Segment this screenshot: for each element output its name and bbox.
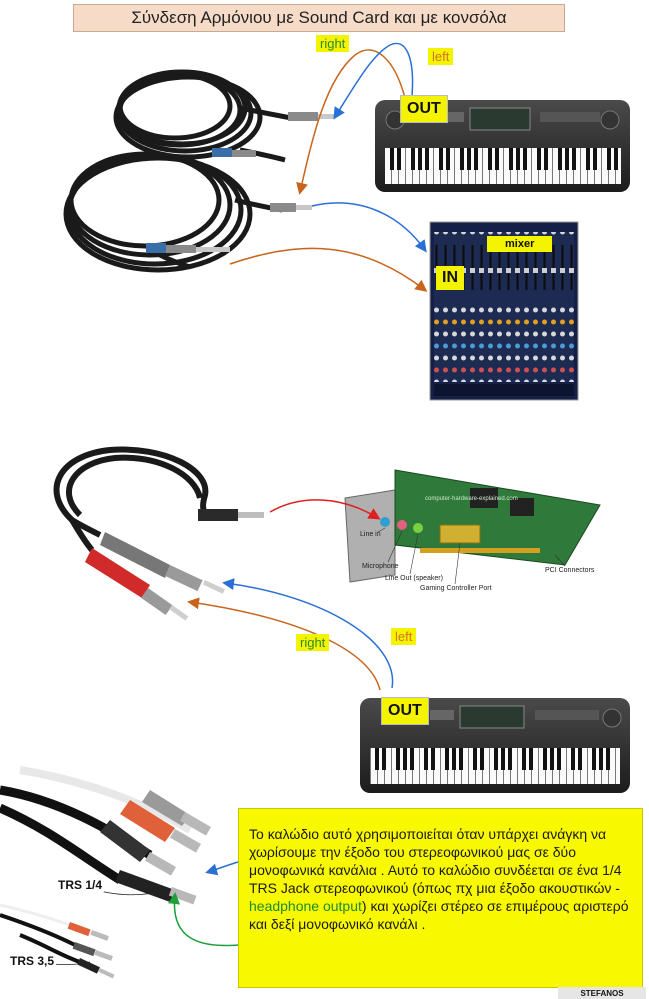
note-highlight: headphone output <box>249 898 362 914</box>
label-gaming-port: Gaming Controller Port <box>420 585 492 592</box>
coiled-cable-upper <box>113 69 293 163</box>
arrow-red-to-linein <box>269 499 381 520</box>
sound-card <box>344 469 601 583</box>
pointer-line-in <box>377 527 386 533</box>
pointer-gaming <box>454 542 461 585</box>
label-left-mid: left <box>391 628 417 645</box>
label-in: IN <box>436 266 464 290</box>
explanation-note: Το καλώδιο αυτό χρησιμοποιείται όταν υπά… <box>238 808 643 988</box>
note-text-part2: ) και χωρίζει στέρεο σε επιμέρους αριστε… <box>249 898 629 932</box>
arrow-left-mid <box>222 578 394 689</box>
pointer-line-out <box>409 533 419 575</box>
arrow-blue-bottom <box>205 861 239 876</box>
arrow-blue-to-mixer <box>311 202 427 253</box>
label-out-mid: OUT <box>381 697 429 725</box>
label-trs-quarter: TRS 1/4 <box>56 878 105 892</box>
keyboard-top <box>375 100 630 192</box>
arrow-orange-to-mixer <box>229 247 428 292</box>
mixer-console <box>429 221 579 401</box>
rca-plug-red <box>85 548 189 621</box>
label-microphone: Microphone <box>362 563 399 570</box>
label-line-in: Line in <box>360 531 381 538</box>
label-pci: PCI Connectors <box>545 567 595 574</box>
jack-plug-lower-b <box>146 243 230 253</box>
label-trs-35: TRS 3,5 <box>8 954 57 968</box>
label-right-top: right <box>316 35 350 52</box>
watermark-text: computer-hardware-explained.com <box>425 496 518 502</box>
y-cable-mid <box>53 446 216 552</box>
arrow-right-top <box>296 49 406 195</box>
y-cable-bottom <box>0 766 211 979</box>
signature-badge: STEFANOS <box>558 987 646 999</box>
label-right-mid: right <box>296 634 330 651</box>
page-title: Σύνδεση Αρμόνιου με Sound Card και με κο… <box>73 4 565 32</box>
arrow-right-mid <box>187 597 381 691</box>
pointer-microphone <box>387 530 403 563</box>
mini-jack-plug <box>198 509 264 521</box>
jack-plug-lower-a <box>270 203 312 212</box>
coiled-cable-lower <box>63 151 283 273</box>
label-out-top: OUT <box>400 95 448 123</box>
label-mixer: mixer <box>487 236 553 252</box>
jack-plug-upper-b <box>212 148 256 157</box>
arrow-green-bottom <box>168 892 241 947</box>
sound-card-labels: Line in Microphone Line Out (speaker) Ga… <box>360 496 595 592</box>
note-text-part1: Το καλώδιο αυτό χρησιμοποιείται όταν υπά… <box>249 826 622 896</box>
label-left-top: left <box>428 48 454 65</box>
rca-plug-grey <box>100 532 225 594</box>
jack-plug-upper-a <box>288 112 334 121</box>
label-line-out: Line Out (speaker) <box>385 575 443 582</box>
pointer-pci <box>554 554 566 567</box>
arrow-left-top <box>333 42 414 120</box>
